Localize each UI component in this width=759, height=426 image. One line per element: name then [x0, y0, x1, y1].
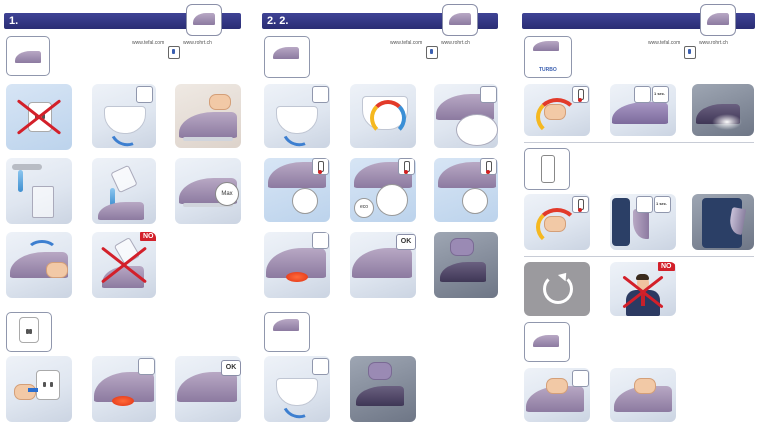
no-steam-icon [312, 358, 329, 375]
panel-rotate [524, 262, 590, 316]
red-cross-icon [618, 270, 668, 314]
thermometer-icon [480, 158, 497, 175]
timer-icon: 1 sec. [654, 196, 671, 213]
plug-in-icon [6, 312, 52, 352]
steam-icon [636, 196, 653, 213]
hourglass-icon [138, 358, 155, 375]
no-badge: NO [658, 262, 675, 271]
panel-dry-ironing [350, 356, 416, 422]
ok-badge: OK [396, 234, 416, 250]
website-link-secondary[interactable]: www.rohrt.ch [441, 40, 470, 46]
max-bubble: Max [215, 182, 239, 206]
panel-spray-ironing [610, 368, 676, 422]
panel-ironing-shirt [434, 232, 498, 298]
section-number: 2. 2. [267, 15, 289, 27]
panel-no-pour-upright: NO [92, 232, 156, 298]
eco-dial: eco [354, 198, 374, 218]
steam-iron-icon [442, 4, 478, 36]
panel-no-person: NO [610, 262, 676, 316]
panel-max-level: Max [175, 158, 241, 224]
red-cross-icon [96, 236, 152, 294]
divider [524, 142, 754, 143]
max-label: Max [221, 191, 233, 197]
vertical-steam-icon [524, 148, 570, 190]
no-badge: NO [140, 232, 156, 241]
panel-plug-socket [6, 356, 72, 422]
panel-turbo-dial-vertical [524, 194, 590, 250]
panel-no-outlet [6, 84, 72, 150]
hourglass-icon [312, 232, 329, 249]
section-header-1: 1. [4, 13, 241, 29]
website-link-secondary[interactable]: www.rohrt.ch [699, 40, 728, 46]
thermometer-icon [572, 86, 589, 103]
iron-filling-icon [186, 4, 222, 36]
panel-dry-basin [264, 356, 330, 422]
eco-label: eco [359, 204, 369, 210]
thermometer-icon [398, 158, 415, 175]
panel-steam-shot: 1 sec. [610, 84, 676, 136]
panel-vertical-jacket [692, 194, 754, 250]
panel-heating-light [264, 232, 330, 298]
red-cross-icon [12, 92, 66, 142]
panel-close-cap [6, 232, 72, 298]
turbo-label: TURBO [539, 67, 557, 73]
panel-turbo-dial [524, 84, 590, 136]
one-sec-label: 1 sec. [654, 91, 666, 96]
steam-ironing-icon [264, 36, 310, 78]
iron-dock-icon [6, 36, 50, 76]
panel-temp-high [434, 158, 498, 222]
rotate-icon [543, 274, 573, 304]
panel-fill-iron [175, 84, 241, 148]
ok-badge: OK [221, 360, 241, 376]
section-header-2: 2. 2. [262, 13, 498, 29]
panel-pour-water [92, 158, 156, 224]
panel-steam-basin [264, 84, 330, 148]
turbo-icon: TURBO [524, 36, 572, 78]
panel-spray [524, 368, 590, 422]
panel-heating-light [92, 356, 156, 422]
website-link-primary[interactable]: www.tefal.com [390, 40, 423, 46]
one-sec-label: 1 sec. [656, 201, 668, 206]
panel-ready-light: OK [350, 232, 416, 298]
turbo-steam-icon [700, 4, 736, 36]
thermometer-icon [572, 196, 589, 213]
light-icon [480, 86, 497, 103]
panel-temp-low [264, 158, 330, 222]
timer-icon: 1 sec. [652, 86, 669, 103]
section-header-3 [522, 13, 755, 29]
download-icon [426, 46, 438, 59]
panel-ready-light: OK [175, 356, 241, 422]
panel-steam-burst [692, 84, 754, 136]
steam-icon [634, 86, 651, 103]
panel-dial-closeup [434, 84, 498, 148]
steam-icon [312, 86, 329, 103]
panel-vertical-steam: 1 sec. [610, 194, 676, 250]
website-link-secondary[interactable]: www.rohrt.ch [183, 40, 212, 46]
section-number: 1. [9, 15, 19, 27]
dry-iron-icon [524, 322, 570, 362]
download-icon [684, 46, 696, 59]
panel-temperature-dial [350, 84, 416, 148]
panel-remove-tank [92, 84, 156, 148]
thermometer-icon [312, 158, 329, 175]
divider [524, 256, 754, 257]
download-icon [168, 46, 180, 59]
website-link-primary[interactable]: www.tefal.com [132, 40, 165, 46]
no-steam-icon [136, 86, 153, 103]
panel-tap-water [6, 158, 72, 224]
dry-ironing-icon [264, 312, 310, 352]
spray-icon [572, 370, 589, 387]
panel-temp-eco: eco [350, 158, 416, 222]
website-link-primary[interactable]: www.tefal.com [648, 40, 681, 46]
